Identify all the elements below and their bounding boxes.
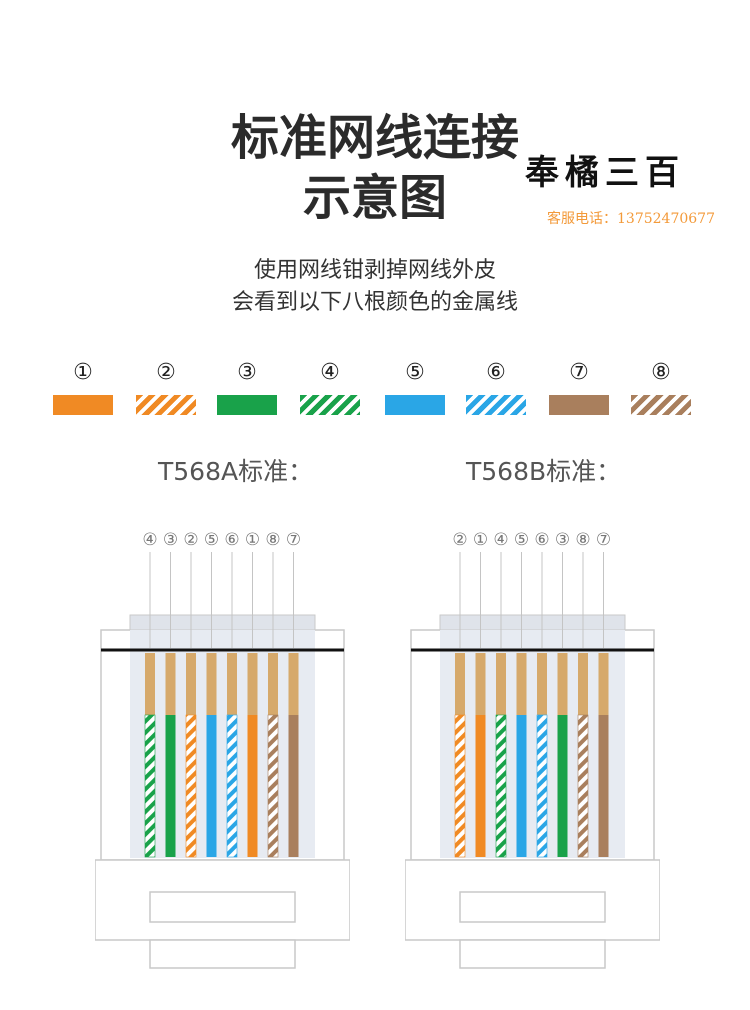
- copper-contact: [455, 653, 465, 715]
- legend-number: ①: [73, 360, 93, 385]
- pin-number: ⑦: [596, 530, 611, 550]
- copper-contact: [186, 653, 196, 715]
- instruction-line1: 使用网线钳剥掉网线外皮: [253, 258, 496, 283]
- plug-inner: [130, 630, 315, 858]
- wire-blue-white: [226, 714, 238, 858]
- copper-contact: [268, 653, 278, 715]
- wire-orange: [475, 715, 486, 857]
- pin-number: ⑧: [575, 530, 590, 550]
- wire-swatch: [300, 395, 360, 415]
- t568b-label: T568B标准：: [466, 457, 622, 486]
- legend-number: ②: [156, 360, 176, 385]
- diagram-title-line1: 标准网线连接: [230, 110, 519, 166]
- wire-orange-white: [185, 714, 197, 858]
- legend-number: ⑧: [651, 360, 671, 385]
- pin-number: ①: [245, 530, 260, 550]
- wire-swatch: [217, 395, 277, 415]
- wire-brown: [598, 715, 609, 857]
- wire-blue-white: [536, 714, 548, 858]
- service-hotline: 客服电话：13752470677: [547, 211, 715, 227]
- plug-top-latch: [129, 614, 316, 631]
- copper-contact: [578, 653, 588, 715]
- copper-contact: [557, 653, 568, 715]
- wire-brown: [288, 715, 299, 857]
- boot-window: [459, 891, 606, 923]
- copper-contact: [598, 653, 609, 715]
- pin-number: ⑤: [514, 530, 529, 550]
- pin-number: ②: [183, 530, 198, 550]
- legend-number: ⑦: [569, 360, 589, 385]
- wire-green-white: [495, 714, 507, 858]
- copper-contact: [227, 653, 237, 715]
- copper-contact: [206, 653, 217, 715]
- copper-contact: [475, 653, 486, 715]
- pin-number: ②: [452, 530, 467, 550]
- pin-number: ⑦: [286, 530, 301, 550]
- plug-inner: [440, 630, 625, 858]
- wire-green: [165, 715, 176, 857]
- pin-number: ③: [555, 530, 570, 550]
- wire-swatch: [466, 395, 526, 415]
- wire-green-white: [144, 714, 156, 858]
- pin-number: ⑧: [265, 530, 280, 550]
- pin-number: ③: [163, 530, 178, 550]
- wire-swatch: [385, 395, 445, 415]
- legend-number: ④: [320, 360, 340, 385]
- wire-orange-white: [454, 714, 466, 858]
- cable-sleeve: [459, 939, 606, 969]
- copper-contact: [145, 653, 155, 715]
- copper-contact: [496, 653, 506, 715]
- copper-contact: [537, 653, 547, 715]
- legend-number: ③: [237, 360, 257, 385]
- wire-brown-white: [267, 714, 279, 858]
- instruction-line2: 会看到以下八根颜色的金属线: [231, 290, 518, 315]
- pin-number: ⑥: [534, 530, 549, 550]
- diagram-title-line2: 示意图: [302, 170, 447, 226]
- pin-number: ⑤: [204, 530, 219, 550]
- legend-number: ⑥: [486, 360, 506, 385]
- wire-swatch: [549, 395, 609, 415]
- wire-brown-white: [577, 714, 589, 858]
- wire-swatch: [631, 395, 691, 415]
- copper-contact: [516, 653, 527, 715]
- wire-swatch: [53, 395, 113, 415]
- boot-window: [149, 891, 296, 923]
- wire-blue: [516, 715, 527, 857]
- pin-number: ⑥: [224, 530, 239, 550]
- wire-swatch: [136, 395, 196, 415]
- copper-contact: [288, 653, 299, 715]
- pin-number: ④: [142, 530, 157, 550]
- brand-logo: 奉橘三百: [525, 153, 685, 193]
- t568a-label: T568A标准：: [158, 457, 314, 486]
- pin-number: ①: [473, 530, 488, 550]
- pin-number: ④: [493, 530, 508, 550]
- cable-sleeve: [149, 939, 296, 969]
- legend-number: ⑤: [405, 360, 425, 385]
- wire-blue: [206, 715, 217, 857]
- copper-contact: [165, 653, 176, 715]
- plug-top-latch: [439, 614, 626, 631]
- copper-contact: [247, 653, 258, 715]
- wire-orange: [247, 715, 258, 857]
- wire-green: [557, 715, 568, 857]
